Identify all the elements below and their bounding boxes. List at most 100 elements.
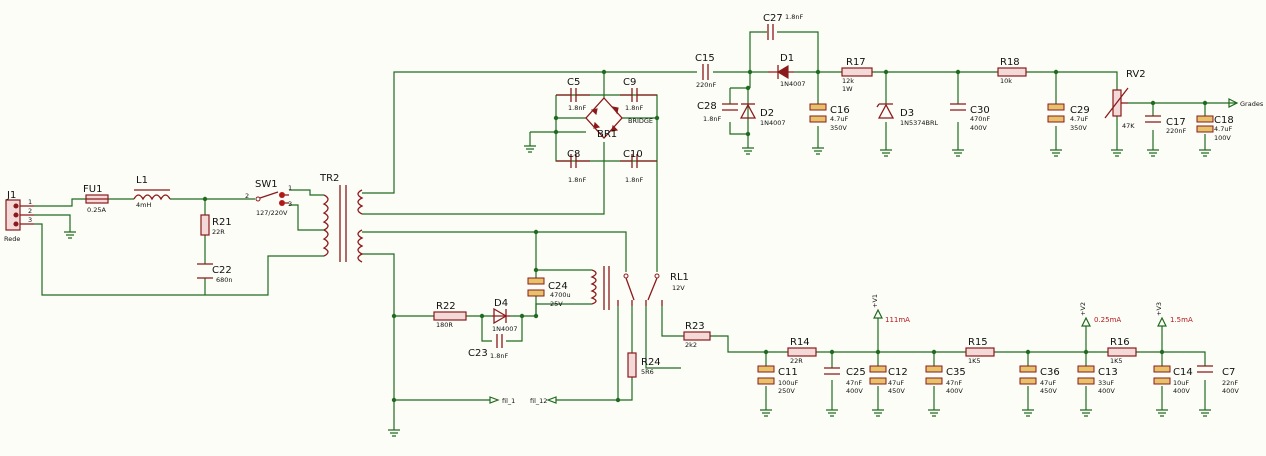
- label-r18-ref: R18: [1000, 57, 1020, 68]
- label-c14-value2: 400V: [1173, 387, 1190, 395]
- label-r16-value: 1K5: [1110, 357, 1123, 365]
- zener-d3: [876, 103, 895, 119]
- label-sw1-value: 127/220V: [256, 209, 288, 217]
- resistor-r17: [841, 67, 873, 77]
- resistor-r14: [787, 347, 817, 357]
- fuse-fu1: [85, 194, 109, 204]
- label-c8-ref: C8: [567, 149, 580, 160]
- label-c15-ref: C15: [695, 53, 715, 64]
- current-v1: 111mA: [885, 316, 910, 324]
- diode-d4: [492, 307, 510, 325]
- label-c30-value: 470nF: [970, 115, 991, 123]
- resistor-r16: [1107, 347, 1137, 357]
- ground-icon: [388, 429, 400, 437]
- label-r22-ref: R22: [436, 301, 456, 312]
- label-c7-value: 22nF: [1222, 379, 1238, 387]
- label-c28-value: 1.8nF: [703, 115, 721, 123]
- label-r23-value: 2k2: [685, 341, 697, 349]
- label-c13-ref: C13: [1098, 367, 1118, 378]
- label-c25-ref: C25: [846, 367, 866, 378]
- label-c14-ref: C14: [1173, 367, 1193, 378]
- label-d2-value: 1N4007: [760, 119, 786, 127]
- capacitor-c13: [1077, 365, 1095, 385]
- capacitor-c10: [620, 154, 657, 168]
- resistor-r21: [200, 214, 210, 236]
- inductor-l1: [133, 189, 171, 201]
- component-labels: J1 Rede 1 2 3 FU1 0.25A L1 4mH R21 22R C…: [4, 13, 1264, 405]
- capacitor-c8: [556, 154, 590, 168]
- label-c13-value2: 400V: [1098, 387, 1115, 395]
- label-c9-value: 1.8nF: [625, 104, 643, 112]
- pin-label: 3: [288, 200, 292, 208]
- label-d4-value: 1N4007: [492, 325, 518, 333]
- label-c22-value: 680n: [216, 276, 233, 284]
- capacitor-c25: [824, 367, 840, 375]
- label-c35-value: 47nF: [946, 379, 962, 387]
- label-r22-value: 180R: [436, 321, 453, 329]
- label-d4-ref: D4: [494, 298, 508, 309]
- connector-j1: [5, 199, 34, 231]
- capacitor-c22: [197, 263, 213, 279]
- label-c27-value: 1.8nF: [785, 13, 803, 21]
- ground-icon: [826, 409, 838, 417]
- label-tr2-ref: TR2: [319, 173, 339, 184]
- label-r21-ref: R21: [212, 217, 232, 228]
- capacitor-c14: [1153, 365, 1171, 385]
- capacitor-c9: [620, 88, 657, 102]
- junctions: [202, 69, 1208, 403]
- label-c10-value: 1.8nF: [625, 176, 643, 184]
- label-c18-value: 4.7uF: [1214, 125, 1232, 133]
- capacitor-c28: [722, 103, 738, 111]
- resistor-r18: [997, 67, 1027, 77]
- label-c13-value: 33uF: [1098, 379, 1114, 387]
- label-r17-ref: R17: [846, 57, 866, 68]
- label-c30-value2: 400V: [970, 124, 987, 132]
- current-v2: 0.25mA: [1094, 316, 1121, 324]
- label-c36-value2: 450V: [1040, 387, 1057, 395]
- relay-rl1: [590, 266, 663, 310]
- ground-icon: [1022, 409, 1034, 417]
- net-label-v1: +V1: [871, 294, 879, 308]
- capacitor-c15: [702, 64, 709, 80]
- label-c18-ref: C18: [1214, 115, 1234, 126]
- label-d2-ref: D2: [760, 108, 774, 119]
- label-c15-value: 220nF: [696, 81, 717, 89]
- resistor-r15: [965, 347, 995, 357]
- label-rv2-value: 47K: [1122, 122, 1135, 130]
- capacitor-c11: [757, 365, 775, 385]
- ground-icon: [1080, 409, 1092, 417]
- label-r15-value: 1K5: [968, 357, 981, 365]
- net-arrow-fil-12: [546, 396, 557, 404]
- label-sw1-ref: SW1: [255, 179, 278, 190]
- current-v3: 1.5mA: [1170, 316, 1193, 324]
- label-r18-value: 10k: [1000, 77, 1012, 85]
- label-r23-ref: R23: [685, 321, 705, 332]
- label-br1-value: BRIDGE: [628, 117, 653, 125]
- ground-icon: [1199, 409, 1211, 417]
- ground-icon: [760, 409, 772, 417]
- label-c12-value: 47uF: [888, 379, 904, 387]
- label-c35-ref: C35: [946, 367, 966, 378]
- label-c8-value: 1.8nF: [568, 176, 586, 184]
- capacitor-c23: [496, 334, 503, 348]
- pin-label: 3: [28, 216, 32, 224]
- label-br1-ref: BR1: [597, 129, 617, 140]
- label-c23-value: 1.8nF: [490, 352, 508, 360]
- label-c5-value: 1.8nF: [568, 104, 586, 112]
- output-arrow-grades: [1228, 98, 1239, 108]
- label-c25-value2: 400V: [846, 387, 863, 395]
- potentiometer-rv2: [1104, 87, 1129, 119]
- label-j1-value: Rede: [4, 235, 20, 243]
- ground-icon: [524, 145, 536, 153]
- capacitor-c35: [925, 365, 943, 385]
- ground-icon: [812, 147, 824, 155]
- capacitor-c18: [1196, 115, 1214, 133]
- label-r17-value2: 1W: [842, 85, 853, 93]
- label-d1-value: 1N4007: [780, 80, 806, 88]
- label-r17-value: 12k: [842, 77, 854, 85]
- ground-icon: [872, 409, 884, 417]
- label-l1-ref: L1: [136, 175, 148, 186]
- label-fu1-ref: FU1: [83, 184, 102, 195]
- ground-icon: [1147, 149, 1159, 157]
- ground-icon: [880, 149, 892, 157]
